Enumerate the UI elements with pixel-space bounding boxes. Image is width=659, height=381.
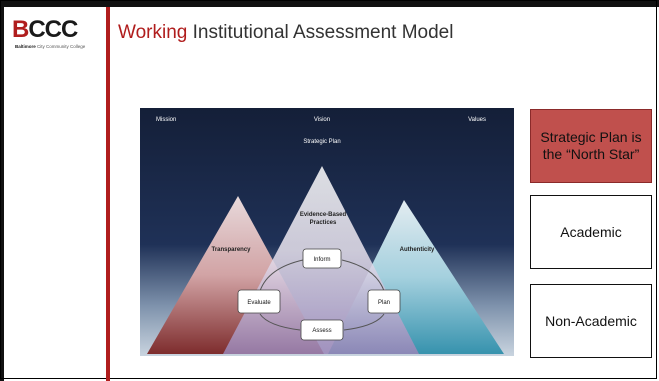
left-border xyxy=(0,0,4,381)
values-label: Values xyxy=(468,117,486,123)
title-rest: Institutional Assessment Model xyxy=(187,22,454,43)
north-star-box: Strategic Plan is the “North Star” xyxy=(530,109,652,183)
academic-label: Academic xyxy=(560,224,622,240)
cycle-arc-inform-plan xyxy=(341,259,385,292)
non-academic-label: Non-Academic xyxy=(545,313,637,329)
title-accent: Working xyxy=(118,22,188,43)
logo-sub-rest: City Community College xyxy=(37,44,86,49)
cycle-arc-assess-evaluate xyxy=(259,313,301,331)
logo-letter-b: B xyxy=(12,16,29,43)
logo-sub-bold: Baltimore xyxy=(15,44,36,49)
cycle-arc-plan-assess xyxy=(343,313,385,331)
vision-label: Vision xyxy=(314,117,330,123)
strategic-plan-label: Strategic Plan xyxy=(303,139,340,145)
red-divider xyxy=(106,7,110,381)
cycle-arc-evaluate-inform xyxy=(259,259,304,292)
inform-label: Inform xyxy=(313,257,330,263)
inform-node xyxy=(302,248,342,269)
plan-node xyxy=(367,289,401,314)
north-star-text: Strategic Plan is the “North Star” xyxy=(540,129,641,163)
assessment-model-diagram: Mission Vision Values Strategic Plan Tra… xyxy=(140,108,514,356)
mission-label: Mission xyxy=(156,117,176,123)
top-border xyxy=(0,0,659,7)
north-star-line2: the “North Star” xyxy=(542,146,640,162)
logo-subtitle: Baltimore City Community College xyxy=(15,44,85,49)
evaluate-label: Evaluate xyxy=(247,300,271,306)
logo-letters-ccc: CCC xyxy=(28,16,78,43)
plan-label: Plan xyxy=(378,300,390,306)
evaluate-node xyxy=(237,289,281,314)
evidence-label-line1: Evidence-Based xyxy=(300,212,347,218)
assess-label: Assess xyxy=(312,328,331,334)
transparency-label: Transparency xyxy=(211,247,251,253)
evidence-label-line2: Practices xyxy=(310,220,337,226)
slide-title: Working Institutional Assessment Model xyxy=(118,22,453,44)
assess-node xyxy=(300,319,344,341)
logo-wordmark: BCCC xyxy=(12,16,78,43)
academic-box: Academic xyxy=(530,195,652,269)
north-star-line1: Strategic Plan is xyxy=(540,129,642,145)
non-academic-box: Non-Academic xyxy=(530,284,652,358)
bccc-logo: BCCC Baltimore City Community College xyxy=(12,18,102,58)
authenticity-label: Authenticity xyxy=(400,247,435,253)
